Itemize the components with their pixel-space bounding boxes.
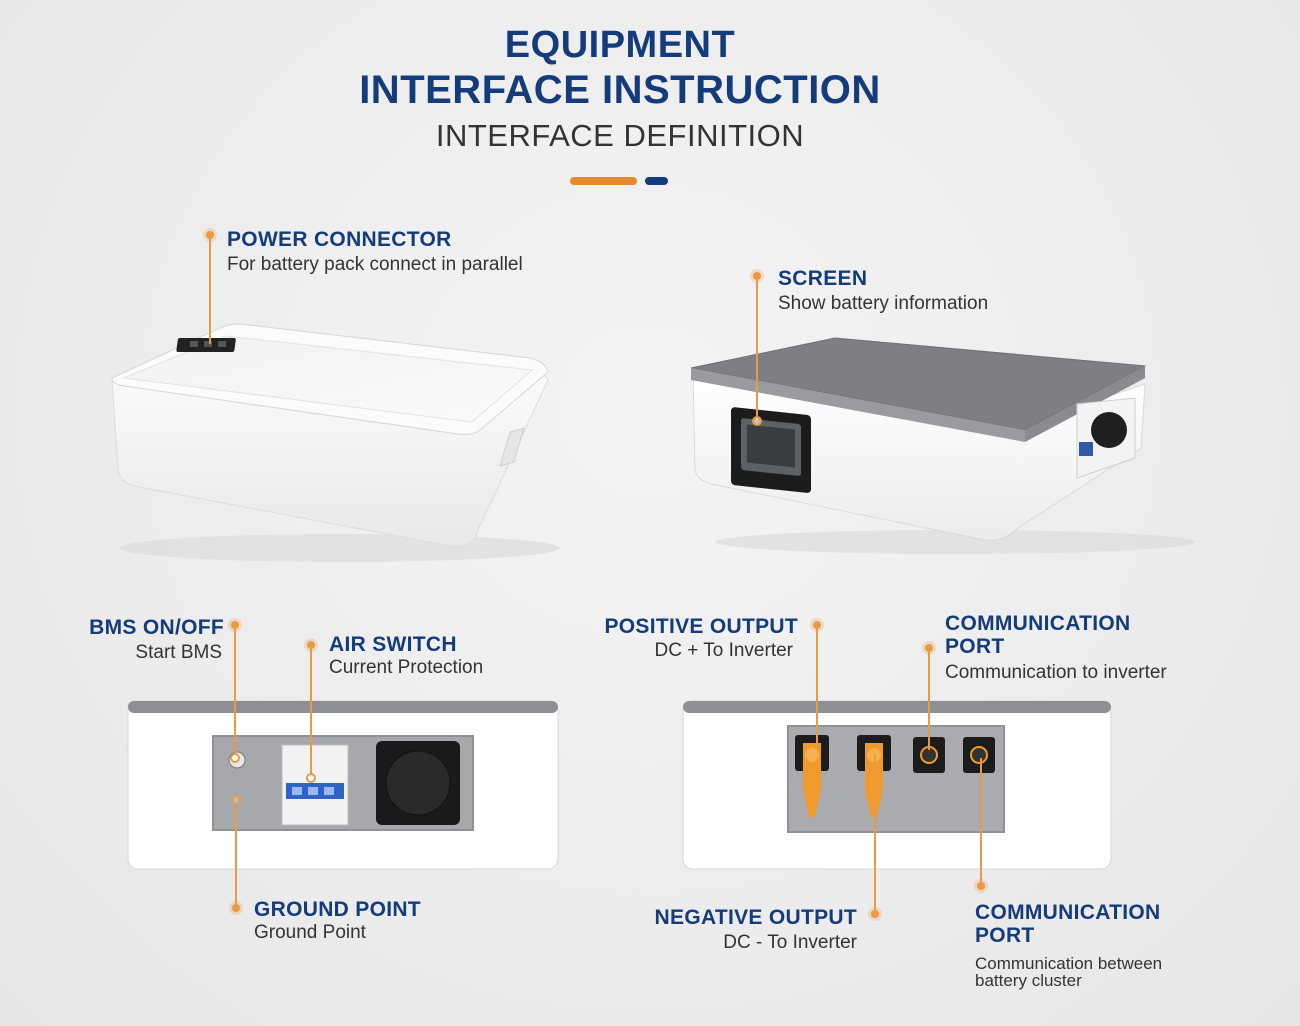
- air-switch-title: AIR SWITCH: [329, 633, 457, 656]
- positive-output-title: POSITIVE OUTPUT: [604, 615, 798, 638]
- bms-leader-line: [234, 629, 236, 755]
- air-switch-desc: Current Protection: [329, 657, 484, 678]
- screen-leader-line: [756, 280, 758, 420]
- screen-target-ring: [752, 416, 762, 426]
- comm-cluster-desc-line1: Communication between: [975, 954, 1163, 973]
- power-connector-dot: [206, 231, 214, 239]
- comm-inverter-desc: Communication to inverter: [945, 662, 1167, 683]
- battery-gray-lid-view: [690, 337, 1195, 554]
- page-subtitle: INTERFACE DEFINITION: [435, 118, 805, 153]
- screen-dot: [753, 272, 761, 280]
- comm-cluster-leader-line: [980, 758, 982, 884]
- page-title-line1: EQUIPMENT: [504, 24, 736, 66]
- comm-cluster-title-line2: PORT: [975, 924, 1035, 947]
- comm-inverter-title-line2: PORT: [945, 635, 1005, 658]
- negative-output-dot: [871, 910, 879, 918]
- negative-output-leader-line: [874, 755, 876, 910]
- ground-desc: Ground Point: [254, 922, 366, 943]
- ground-title: GROUND POINT: [254, 898, 421, 921]
- battery-white-top-view: [111, 323, 560, 562]
- bms-title: BMS ON/OFF: [89, 616, 224, 639]
- positive-output-dot: [813, 621, 821, 629]
- accent-bar-orange: [570, 177, 637, 185]
- comm-cluster-desc-line2: battery cluster: [975, 971, 1082, 990]
- air-switch-leader-line: [310, 649, 312, 775]
- comm-cluster-dot: [977, 882, 985, 890]
- comm-inverter-title-line1: COMMUNICATION: [945, 612, 1131, 635]
- ground-target-ring: [231, 795, 241, 805]
- accent-bar-navy: [645, 177, 668, 185]
- battery-front-panel-switches: [127, 700, 559, 870]
- negative-output-title: NEGATIVE OUTPUT: [654, 906, 857, 929]
- power-connector-desc: For battery pack connect in parallel: [227, 254, 523, 275]
- positive-output-desc: DC + To Inverter: [654, 640, 793, 661]
- bms-target-ring: [230, 753, 240, 763]
- ground-leader-line: [235, 806, 237, 904]
- comm-inverter-dot: [925, 644, 933, 652]
- comm-inverter-leader-line: [928, 652, 930, 750]
- positive-output-leader-line: [816, 629, 818, 747]
- screen-title: SCREEN: [778, 267, 868, 290]
- air-switch-dot: [307, 641, 315, 649]
- negative-output-desc: DC - To Inverter: [723, 932, 857, 953]
- air-switch-target-ring: [306, 773, 316, 783]
- power-connector-leader-line: [209, 239, 211, 344]
- screen-desc: Show battery information: [778, 293, 989, 314]
- bms-dot: [231, 621, 239, 629]
- page-title-line2: INTERFACE INSTRUCTION: [359, 68, 881, 112]
- ground-dot: [232, 904, 240, 912]
- bms-desc: Start BMS: [135, 642, 222, 663]
- battery-front-panel-outputs: [682, 700, 1112, 870]
- comm-cluster-title-line1: COMMUNICATION: [975, 901, 1161, 924]
- power-connector-title: POWER CONNECTOR: [227, 228, 452, 251]
